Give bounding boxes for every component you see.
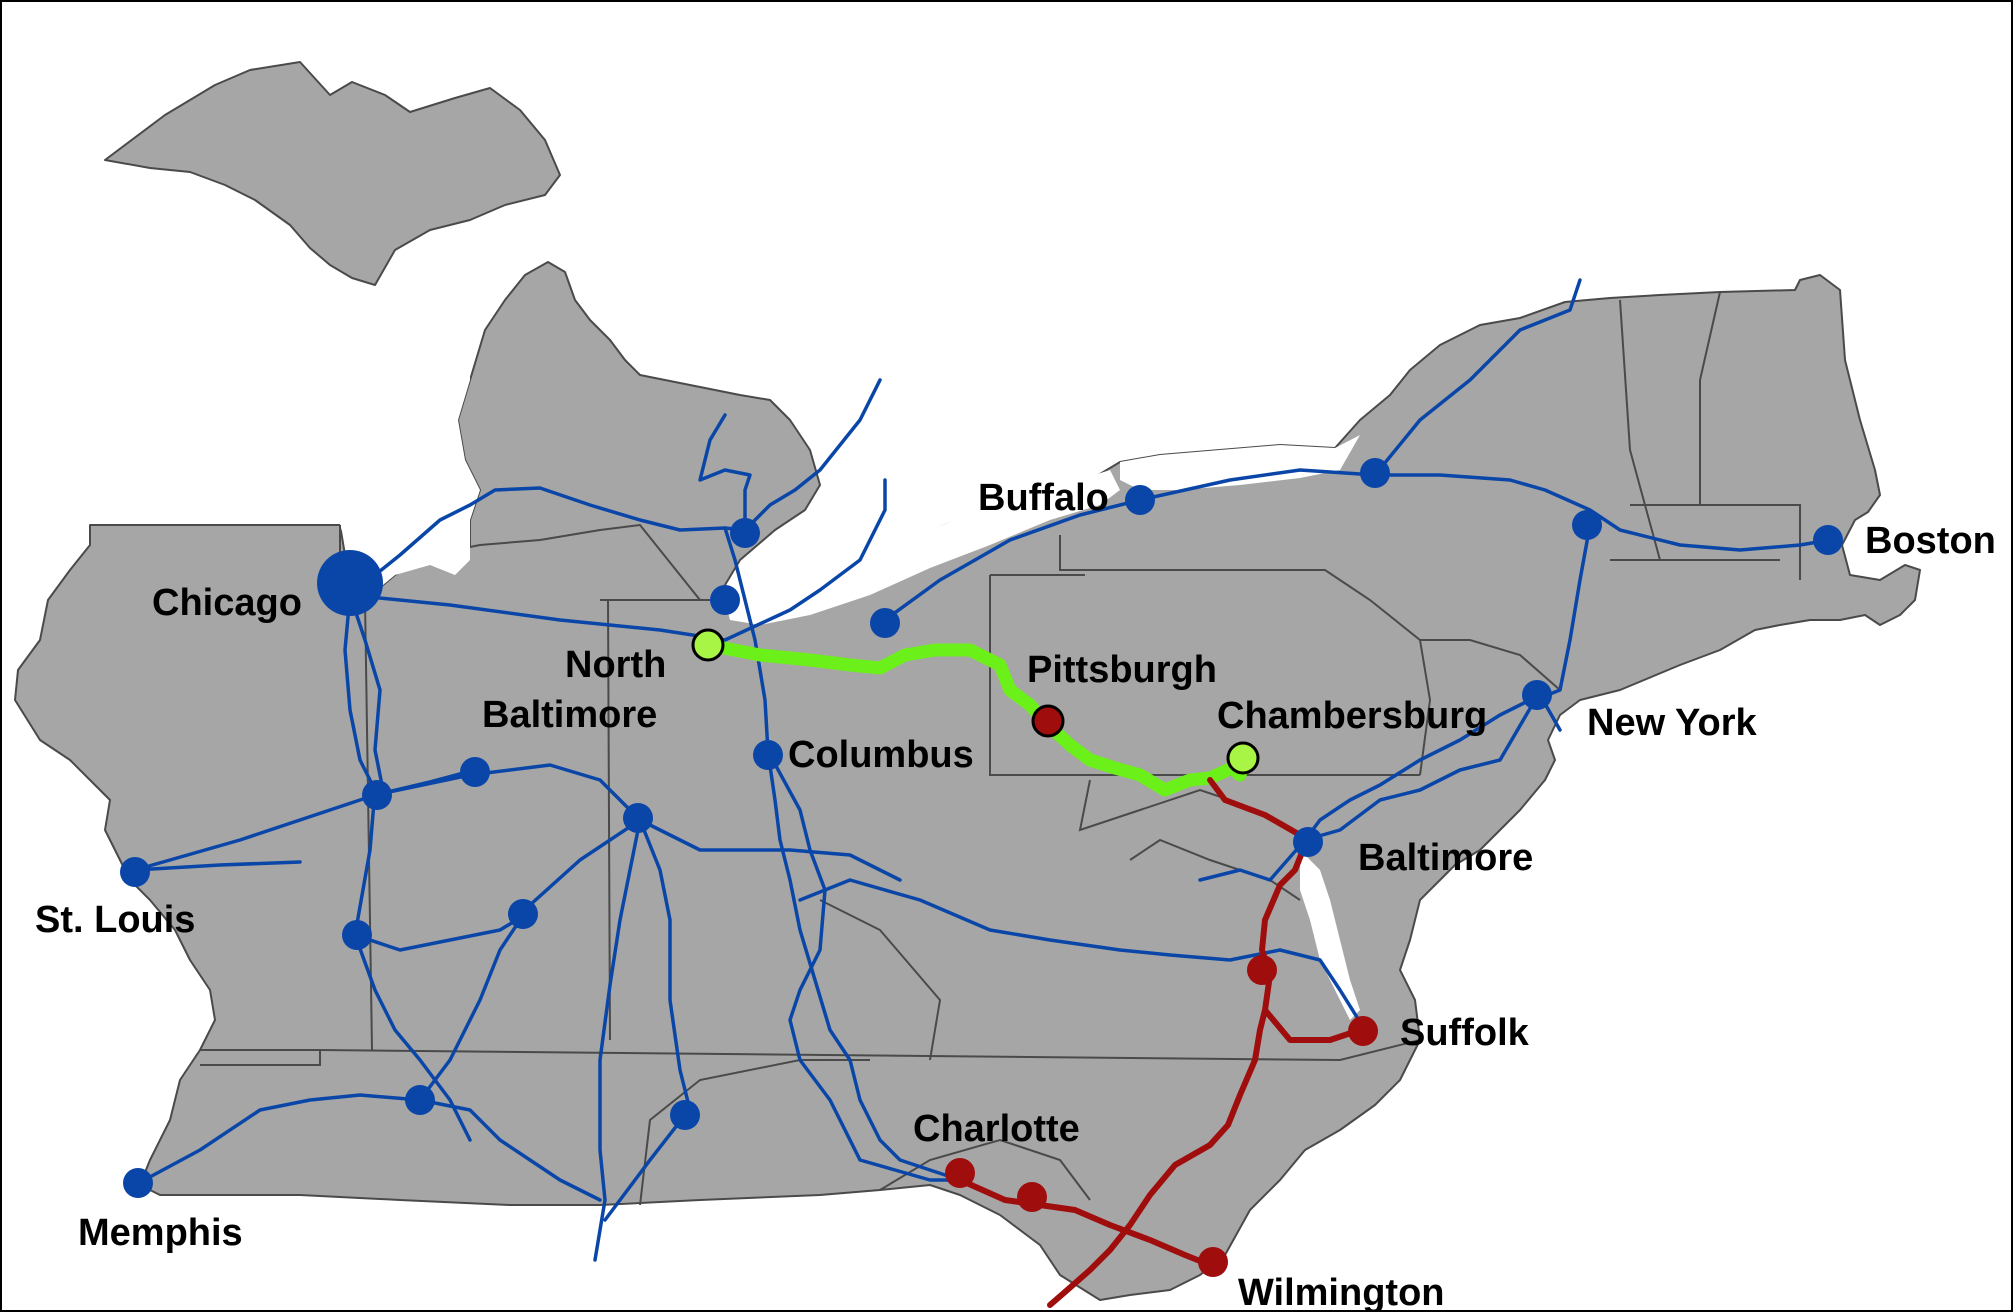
node-charlotte [945,1158,975,1188]
label-memphis: Memphis [78,1212,243,1254]
label-baltimore: Baltimore [1358,837,1533,879]
node-chambersburg [1226,741,1260,775]
node-illinois-b [342,920,372,950]
city-nodes [120,458,1843,1277]
node-baltimore [1293,827,1323,857]
node-indiana-b [508,899,538,929]
node-indiana-a [460,757,490,787]
label-new-york: New York [1587,702,1758,744]
node-buffalo [1125,485,1155,515]
node-michigan-b [710,585,740,615]
label-north: North [565,644,666,686]
label-st-louis: St. Louis [35,899,195,941]
node-illinois-a [362,780,392,810]
blue-route-network [133,278,1832,1262]
node-st-louis [120,857,150,887]
lake-michigan [340,320,480,600]
node-michigan-a [730,518,760,548]
node-wilmington [1198,1247,1228,1277]
node-new-york [1522,680,1552,710]
red-route-south-branch [957,1177,1213,1268]
chesapeake-bay [1300,850,1360,1020]
node-kentucky-b [670,1100,700,1130]
label-baltimore-oh: Baltimore [482,694,657,736]
lake-ontario [1120,435,1360,490]
node-chicago [317,550,383,616]
upper-peninsula-michigan [104,61,561,286]
node-ohio-a [623,803,653,833]
node-columbus [753,740,783,770]
node-memphis [123,1168,153,1198]
label-columbus: Columbus [788,734,974,776]
node-albany [1572,510,1602,540]
label-pittsburgh: Pittsburgh [1027,649,1217,691]
label-chambersburg: Chambersburg [1217,695,1487,737]
label-chicago: Chicago [152,582,302,624]
label-buffalo: Buffalo [978,477,1109,519]
label-suffolk: Suffolk [1400,1012,1530,1054]
node-ny-upstate [1360,458,1390,488]
red-route-east-branch [1262,1007,1363,1043]
node-virginia [1247,955,1277,985]
label-charlotte: Charlotte [913,1108,1080,1150]
node-sc [1017,1182,1047,1212]
node-boston [1813,525,1843,555]
label-wilmington: Wilmington [1238,1272,1445,1312]
node-north-baltimore [691,628,725,662]
node-suffolk [1348,1016,1378,1046]
node-toledo [870,608,900,638]
node-kentucky-a [405,1085,435,1115]
node-pittsburgh [1031,704,1065,738]
city-labels: Chicago North Baltimore Columbus Buffalo… [35,477,1996,1312]
label-boston: Boston [1865,520,1996,562]
